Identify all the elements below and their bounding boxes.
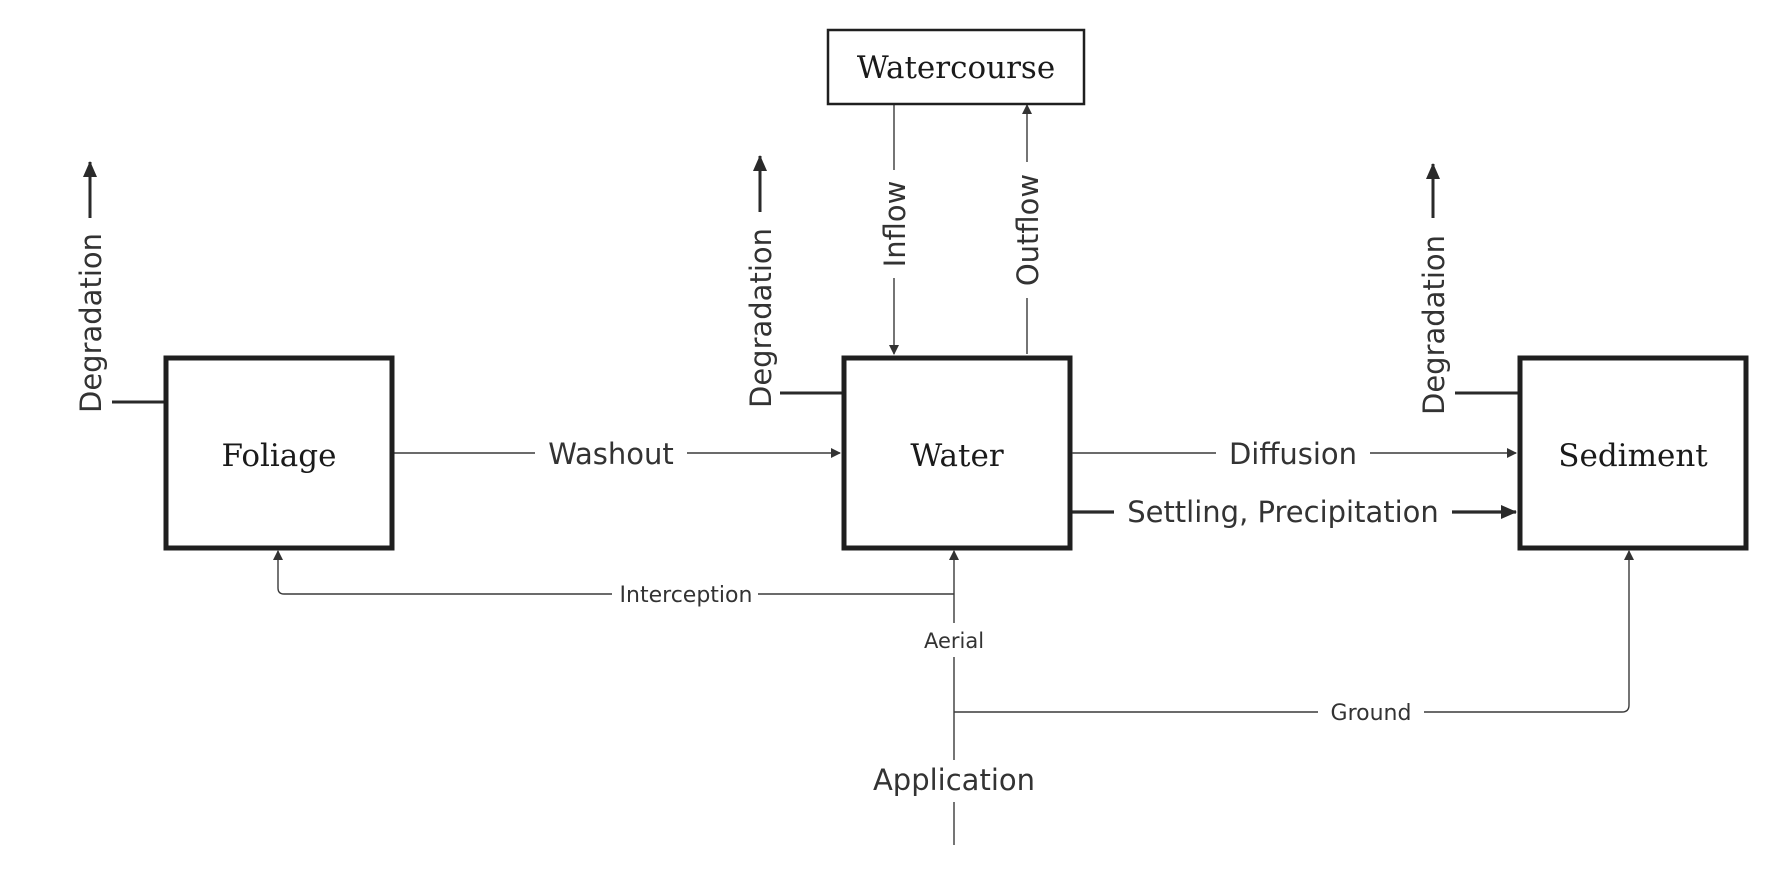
outflow-label: Outflow [1011,174,1045,286]
outflow-flow: Outflow [1011,104,1045,354]
settling-flow: Settling, Precipitation [1071,493,1517,529]
foliage-label: Foliage [222,438,337,474]
inflow-label: Inflow [878,181,912,268]
inflow-flow: Inflow [878,105,912,355]
diffusion-flow: Diffusion [1064,436,1517,471]
interception-flow: Interception [273,550,954,610]
diffusion-label: Diffusion [1229,437,1357,471]
washout-flow: Washout [394,436,841,471]
interception-arrow [273,550,954,595]
sediment-label: Sediment [1558,438,1708,474]
ground-arrow [954,550,1634,713]
water-label: Water [910,438,1003,474]
watercourse-box: Watercourse [826,28,1086,106]
water-degradation: Degradation [744,155,844,408]
application-label: Application [873,763,1035,797]
foliage-box: Foliage [163,355,395,551]
water-box: Water [841,355,1073,551]
degradation-label: Degradation [1417,235,1451,415]
application-flow: Aerial Application [873,550,1035,845]
settling-label: Settling, Precipitation [1127,495,1439,529]
degradation-label: Degradation [74,233,108,413]
watercourse-label: Watercourse [857,50,1055,86]
sediment-degradation: Degradation [1417,163,1520,415]
degradation-label: Degradation [744,228,778,408]
interception-label: Interception [620,583,753,608]
ground-flow: Ground [954,550,1634,728]
sediment-box: Sediment [1517,355,1749,551]
washout-label: Washout [548,437,674,471]
ground-label: Ground [1331,701,1412,726]
aerial-label: Aerial [924,629,984,653]
foliage-degradation: Degradation [74,161,166,413]
